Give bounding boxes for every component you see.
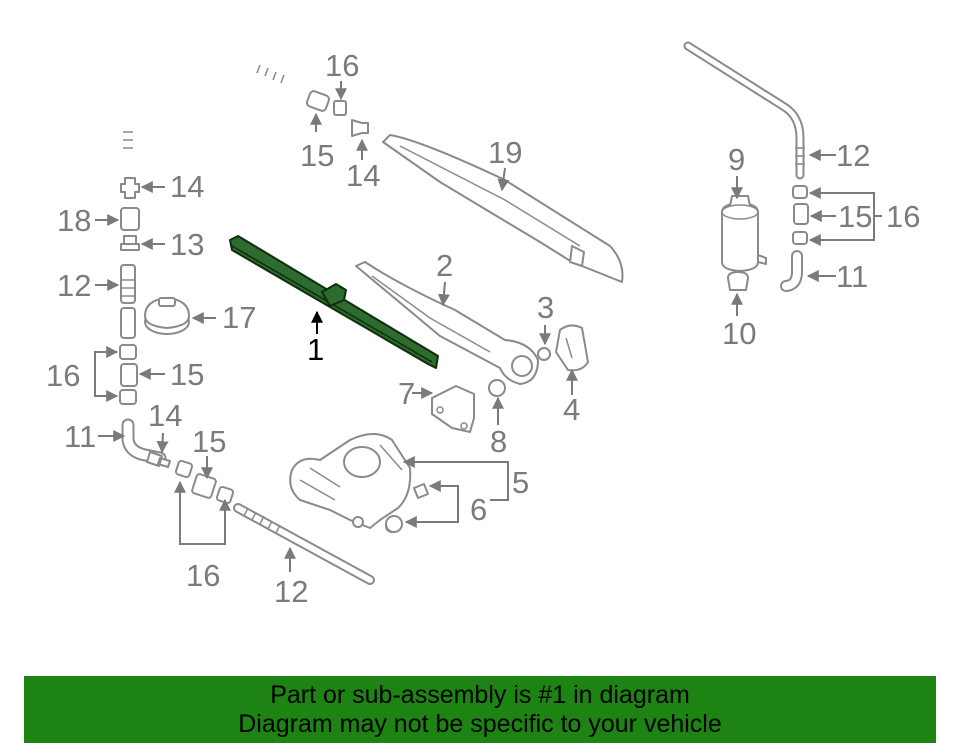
callout-12-right: 12 [836,138,870,173]
arm-fasteners [431,324,589,433]
callout-11-left: 11 [64,419,96,454]
callout-3: 3 [537,290,554,325]
footer-line-1: Part or sub-assembly is #1 in diagram [270,681,690,709]
callout-14-lower: 14 [148,398,182,433]
callout-4: 4 [563,392,580,427]
callout-17: 17 [222,300,256,335]
parts-diagram: 1 2 3 4 5 6 7 8 9 10 11 11 12 12 12 13 1… [46,41,920,609]
callout-11-right: 11 [836,259,868,294]
callout-13: 13 [170,227,204,262]
callout-5: 5 [512,465,529,500]
washer-hose-upper-left [123,51,300,158]
footer-banner: Part or sub-assembly is #1 in diagram Di… [24,676,936,743]
callout-16-top: 16 [325,48,359,83]
callout-19: 19 [488,135,522,170]
callout-15-top: 15 [300,138,334,173]
callout-labels: 1 2 3 4 5 6 7 8 9 10 11 11 12 12 12 13 1… [46,48,920,609]
callout-18: 18 [57,203,91,238]
callout-2: 2 [436,248,453,283]
callout-6: 6 [470,492,487,527]
leader-lines [94,81,882,572]
wiper-blade-assembly [382,134,624,283]
callout-15-right: 15 [838,199,872,234]
callout-12-bottom: 12 [274,574,308,609]
callout-14-left: 14 [170,169,204,204]
left-connector-stack [119,177,235,505]
callout-12-left: 12 [57,268,91,303]
callout-7: 7 [398,376,415,411]
callout-16-left: 16 [46,358,80,393]
callout-10: 10 [722,316,756,351]
washer-pump [721,195,767,291]
callout-1: 1 [307,332,324,367]
washer-hose-lower [233,503,375,585]
top-small-connectors [305,90,369,137]
callout-14-top: 14 [346,158,380,193]
footer-line-2: Diagram may not be specific to your vehi… [238,710,722,738]
washer-hose-right [683,41,809,292]
callout-15-lower: 15 [192,424,226,459]
highlighted-part-1 [229,235,439,369]
callout-16-bottom: 16 [186,558,220,593]
callout-8: 8 [490,424,507,459]
washer-cap [144,297,190,335]
callout-15-left: 15 [170,357,204,392]
callout-9: 9 [728,142,745,177]
wiper-arm [355,261,539,385]
wiper-motor [289,433,429,533]
callout-16-right: 16 [886,199,920,234]
